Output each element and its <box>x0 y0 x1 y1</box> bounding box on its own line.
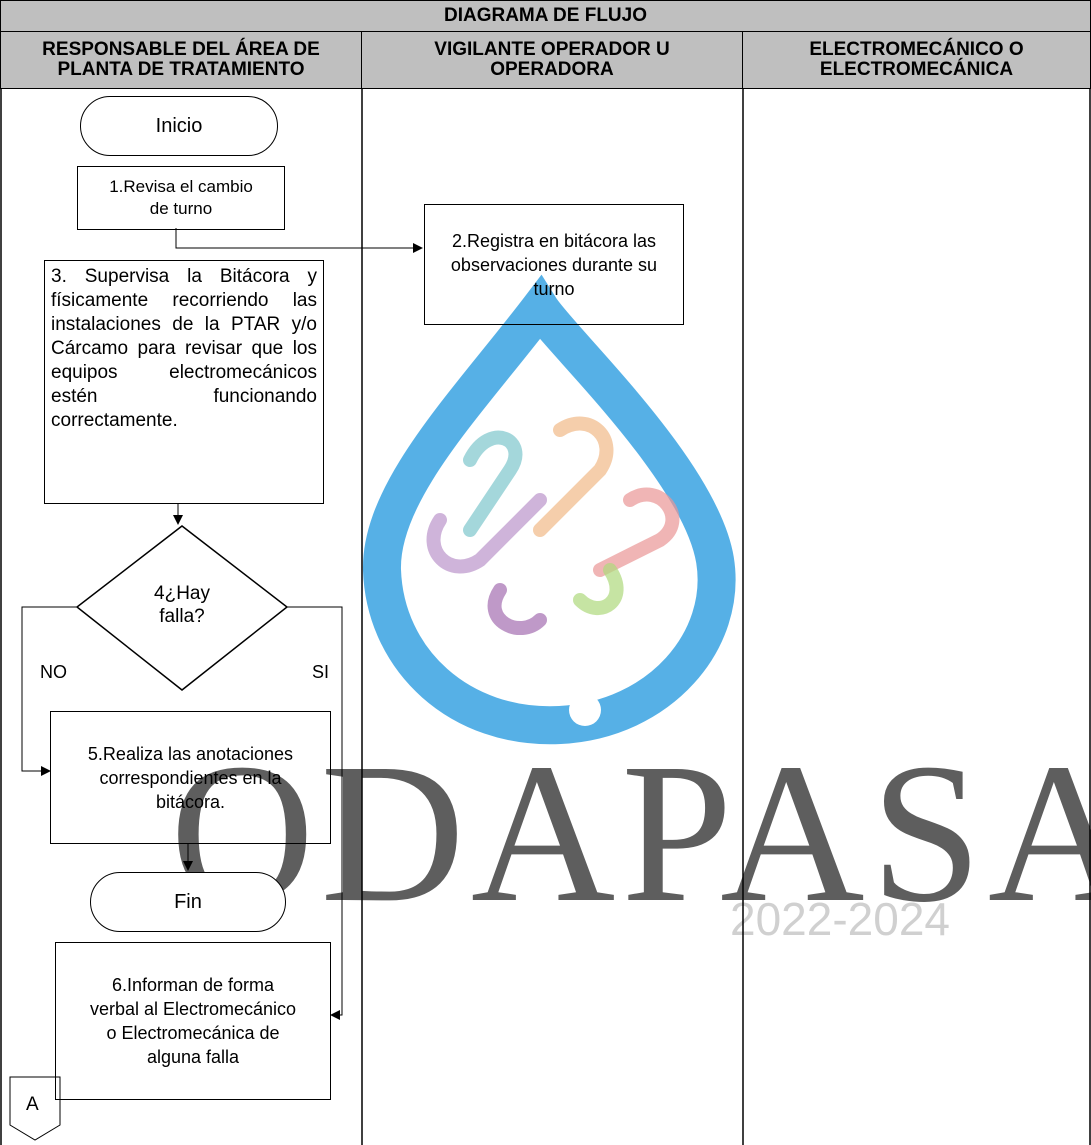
arrow-si-to-step6 <box>287 606 343 1020</box>
step-2-text: 2.Registra en bitácora las observaciones… <box>450 230 658 299</box>
connector-a-label: A <box>26 1094 39 1115</box>
start-terminal: Inicio <box>80 96 278 156</box>
no-branch-label: NO <box>40 662 67 682</box>
step-3-text: 3. Supervisa la Bitácora y físicamente r… <box>51 266 317 431</box>
step-5-box: 5.Realiza las anotaciones correspondient… <box>50 711 331 844</box>
si-branch-label: SI <box>312 662 330 682</box>
step-2-box: 2.Registra en bitácora las observaciones… <box>424 204 684 325</box>
decision-label-line2: falla? <box>159 606 205 627</box>
decision-label: 4¿Hay falla? <box>132 582 232 628</box>
end-terminal-label: Fin <box>174 891 202 913</box>
step-1-box: 1.Revisa el cambio de turno <box>77 166 285 230</box>
lane-header-electromecanico-line2: ELECTROMECÁNICA <box>819 59 1014 80</box>
lane-header-responsable: RESPONSABLE DEL ÁREA DE PLANTA DE TRATAM… <box>0 31 362 89</box>
decision-diamond <box>75 525 289 691</box>
diagram-title: DIAGRAMA DE FLUJO <box>0 0 1091 32</box>
end-terminal: Fin <box>90 872 286 932</box>
connector-a-shape <box>9 1076 61 1141</box>
lane-header-electromecanico-line1: ELECTROMECÁNICO O <box>809 39 1024 60</box>
lane-header-responsable-line2: PLANTA DE TRATAMIENTO <box>57 59 305 80</box>
step-3-box: 3. Supervisa la Bitácora y físicamente r… <box>44 260 324 504</box>
diagram-title-text: DIAGRAMA DE FLUJO <box>443 5 648 26</box>
lane-header-responsable-line1: RESPONSABLE DEL ÁREA DE <box>42 39 320 60</box>
step-5-text: 5.Realiza las anotaciones correspondient… <box>87 743 294 812</box>
step-6-text: 6.Informan de forma verbal al Electromec… <box>89 975 297 1067</box>
step-6-box: 6.Informan de forma verbal al Electromec… <box>55 942 331 1100</box>
arrow-step1-to-step2 <box>175 228 423 253</box>
start-terminal-label: Inicio <box>155 115 203 137</box>
lane-header-electromecanico: ELECTROMECÁNICO O ELECTROMECÁNICA <box>742 31 1091 89</box>
decision-label-line1: 4¿Hay <box>154 583 210 604</box>
lane-header-vigilante: VIGILANTE OPERADOR U OPERADORA <box>361 31 743 89</box>
lane-header-vigilante-line1: VIGILANTE OPERADOR U <box>434 39 670 60</box>
step-1-text: 1.Revisa el cambio de turno <box>109 177 253 218</box>
lane-header-vigilante-line2: OPERADORA <box>490 59 614 80</box>
arrow-no-to-step5 <box>21 606 77 776</box>
